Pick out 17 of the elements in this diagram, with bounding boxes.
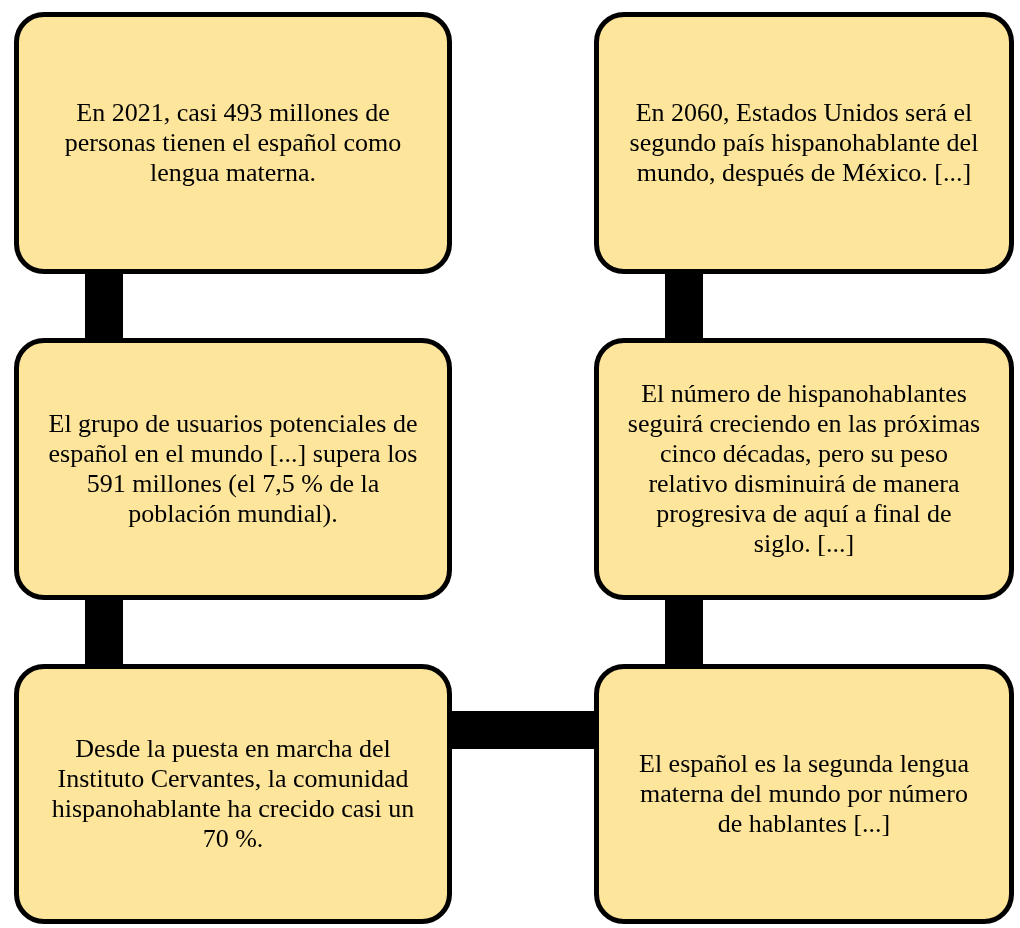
box-text: En 2060, Estados Unidos será el segundo país hispanohablante del mundo, después de México. [...] bbox=[628, 98, 980, 188]
box-text: El número de hispanohablantes seguirá creciendo en las próximas cinco décadas, pero su peso relativo disminuirá de manera progresiva de aquí a final de siglo. [...] bbox=[626, 379, 982, 559]
text-box bbox=[594, 12, 1014, 274]
text-box bbox=[14, 338, 452, 600]
box-text: En 2021, casi 493 millones de personas tienen el español como lengua materna. bbox=[63, 98, 403, 188]
box-text: El español es la segunda lengua materna del mundo por número de hablantes [...] bbox=[638, 749, 970, 839]
text-box bbox=[594, 338, 1014, 600]
connector-bar bbox=[665, 600, 703, 664]
connector-bar bbox=[665, 274, 703, 338]
connector-bar bbox=[85, 600, 123, 664]
box-text: El grupo de usuarios potenciales de español en el mundo [...] supera los 591 millones (el 7,5 % de la población mundial). bbox=[47, 409, 419, 529]
text-box bbox=[14, 664, 452, 924]
connector-bar bbox=[452, 711, 594, 749]
text-box bbox=[14, 12, 452, 274]
box-text: Desde la puesta en marcha del Instituto Cervantes, la comunidad hispanohablante ha crecido casi un 70 %. bbox=[50, 734, 416, 854]
connector-bar bbox=[85, 274, 123, 338]
text-box bbox=[594, 664, 1014, 924]
